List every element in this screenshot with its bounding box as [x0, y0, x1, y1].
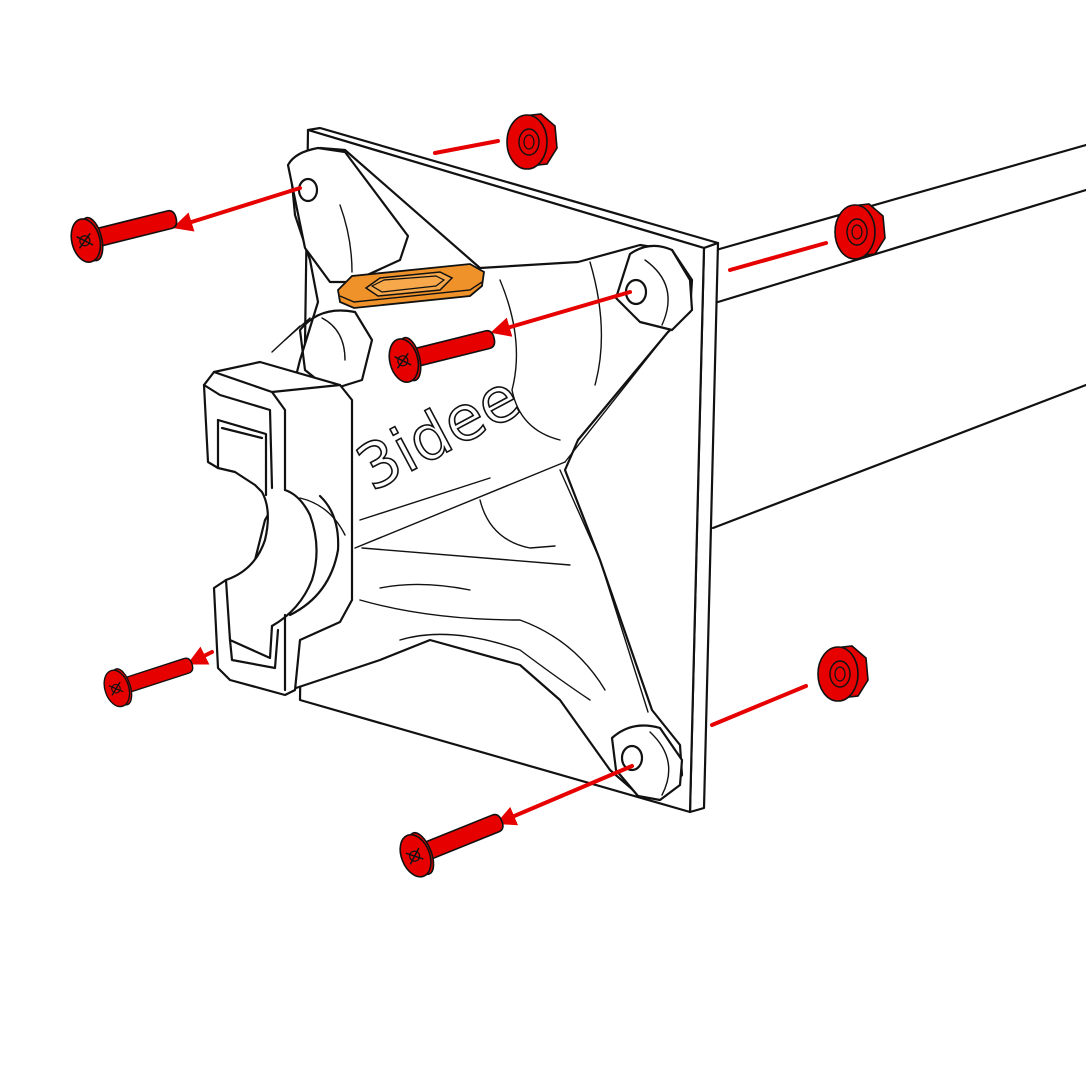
arrow-icon [172, 186, 302, 232]
nut-guide-line [433, 139, 500, 155]
arrow-icon [495, 764, 634, 826]
nut-icon [834, 203, 886, 260]
assembly-arrows [172, 139, 828, 826]
screw-icon [66, 195, 183, 267]
arrow-icon [490, 290, 632, 337]
highlight-insert [337, 263, 485, 309]
arrow-icon [187, 646, 214, 665]
front-clamp [202, 360, 354, 697]
bracket-body [248, 146, 694, 802]
nut-icon [817, 645, 869, 702]
nut-icon [506, 113, 558, 170]
screw-icon [393, 799, 511, 883]
screw-icon [99, 645, 199, 711]
nut-guide-line [710, 684, 808, 727]
nut-guide-line [728, 241, 828, 272]
